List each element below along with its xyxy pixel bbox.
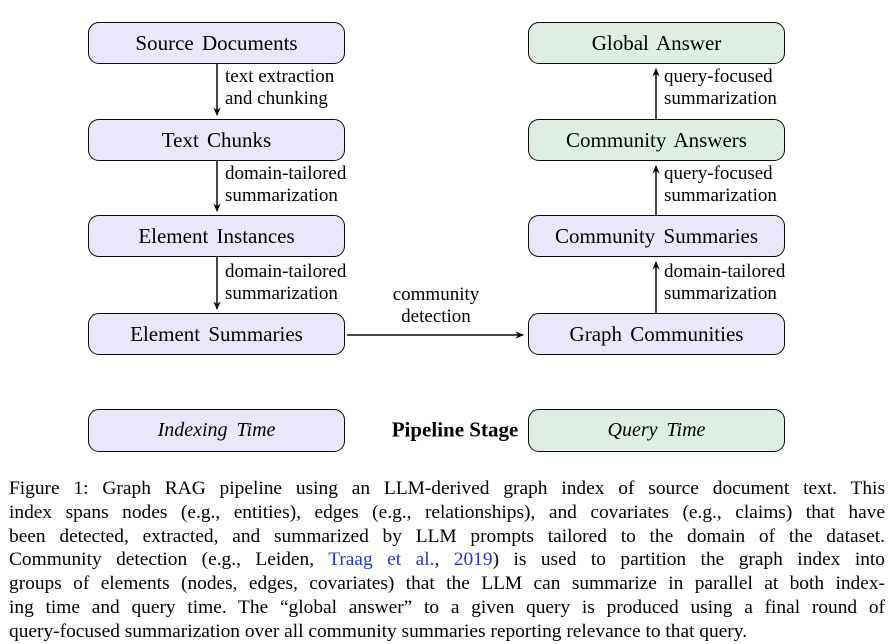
node-graph-communities: Graph Communities — [528, 313, 785, 355]
edge-label-line: and chunking — [225, 88, 328, 109]
node-element-instances: Element Instances — [88, 215, 345, 257]
caption-line: been detected, extracted, and summarized… — [9, 525, 885, 549]
legend-indexing-time: Indexing Time — [88, 409, 345, 452]
node-global-answer: Global Answer — [528, 22, 785, 64]
edge-label-line: summarization — [225, 283, 338, 304]
caption-text: been detected, extracted, and summarized… — [9, 525, 885, 547]
caption-line: index spans nodes (e.g., entities), edge… — [9, 501, 885, 525]
edge-label-line: community — [392, 284, 480, 305]
edge-label-line: detection — [401, 306, 471, 327]
citation-link-traag[interactable]: Traag et al. — [328, 549, 435, 571]
citation-link-2019[interactable]: 2019 — [453, 549, 493, 571]
caption-text: ) is used to partition the graph index i… — [492, 549, 886, 571]
caption-line: Community detection (e.g., Leiden, Traag… — [9, 548, 885, 572]
caption-text: Community detection (e.g., Leiden, — [9, 549, 329, 571]
edge-label-line: summarization — [664, 88, 777, 109]
figure-caption: Figure 1: Graph RAG pipeline using an LL… — [9, 477, 885, 644]
caption-text: , — [434, 549, 454, 571]
node-element-summaries: Element Summaries — [88, 313, 345, 355]
caption-line: query-focused summarization over all com… — [9, 620, 885, 644]
edge-label-line: domain-tailored — [664, 261, 786, 282]
caption-line: groups of elements (nodes, edges, covari… — [9, 572, 885, 596]
pipeline-diagram: Source Documents Text Chunks Element Ins… — [88, 22, 785, 452]
node-community-summaries: Community Summaries — [528, 215, 785, 257]
caption-text: Figure 1: Graph RAG pipeline using an LL… — [9, 478, 885, 499]
caption-line: Figure 1: Graph RAG pipeline using an LL… — [9, 477, 885, 501]
node-source-documents: Source Documents — [88, 22, 345, 64]
caption-line: ing time and query time. The “global ans… — [9, 596, 885, 620]
node-text-chunks: Text Chunks — [88, 119, 345, 161]
caption-text: ing time and query time. The “global ans… — [9, 596, 885, 618]
node-community-answers: Community Answers — [528, 119, 785, 161]
edge-label-line: query-focused — [664, 163, 773, 184]
edge-label-line: domain-tailored — [225, 261, 347, 282]
legend-query-time: Query Time — [528, 409, 785, 452]
edge-label-line: query-focused — [664, 66, 773, 87]
edge-label-line: domain-tailored — [225, 163, 347, 184]
edge-label-line: summarization — [664, 185, 777, 206]
edge-label-line: summarization — [225, 185, 338, 206]
caption-text: groups of elements (nodes, edges, covari… — [9, 573, 885, 595]
legend-pipeline-stage: Pipeline Stage — [391, 417, 519, 442]
caption-text: query-focused summarization over all com… — [9, 620, 748, 642]
caption-text: index spans nodes (e.g., entities), edge… — [9, 501, 885, 523]
edge-label-line: text extraction — [225, 66, 335, 87]
edge-label-line: summarization — [664, 283, 777, 304]
